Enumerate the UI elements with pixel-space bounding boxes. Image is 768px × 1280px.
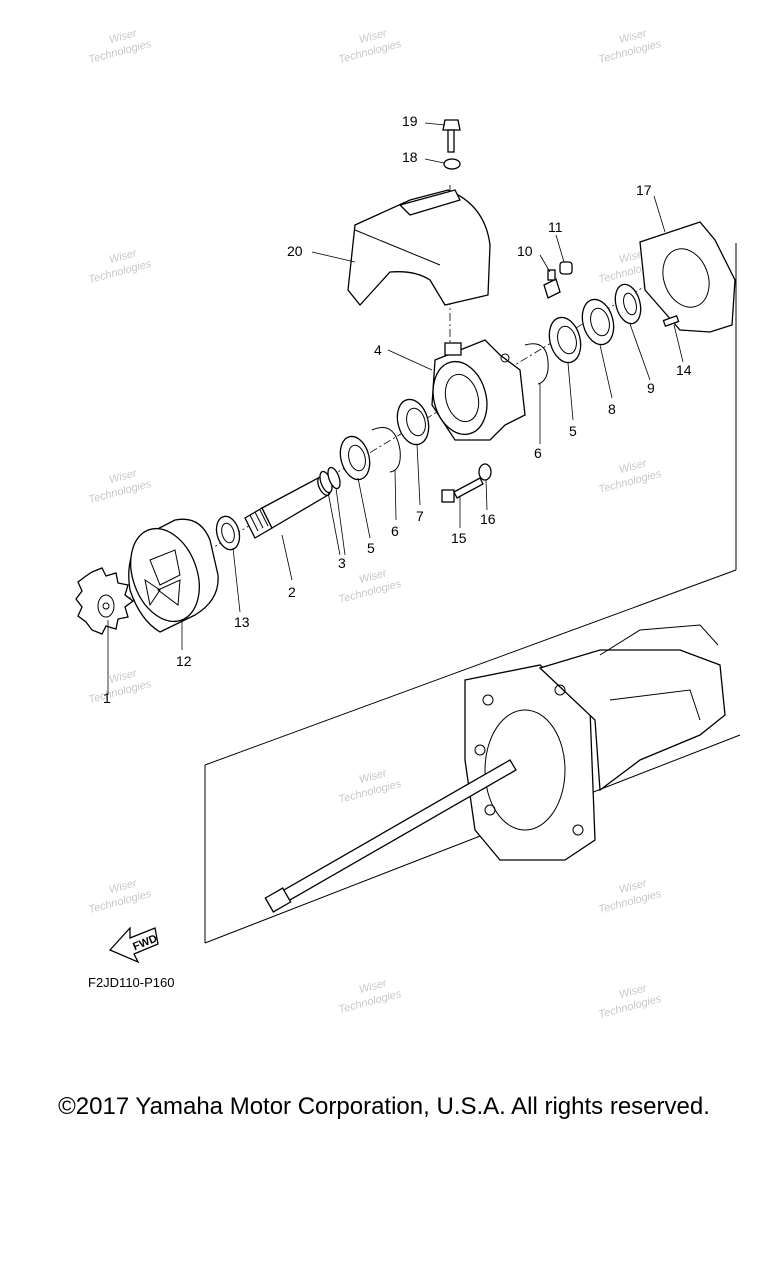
part-5-bearing-right — [548, 316, 582, 364]
callout-13: 13 — [234, 614, 250, 630]
part-10-grease-nipple — [543, 269, 561, 299]
callout-4: 4 — [374, 342, 382, 358]
part-8-bearing — [581, 298, 615, 346]
callout-17: 17 — [636, 182, 652, 198]
callout-7: 7 — [416, 508, 424, 524]
part-12-damper — [128, 518, 219, 633]
callout-14: 14 — [676, 362, 692, 378]
part-3-o-rings — [319, 466, 341, 494]
callout-5-right: 5 — [569, 423, 577, 439]
callout-8: 8 — [608, 401, 616, 417]
callout-19: 19 — [402, 113, 418, 129]
part-15-bolt — [441, 477, 484, 503]
callout-6-right: 6 — [534, 445, 542, 461]
fwd-arrow-icon: FWD — [108, 926, 159, 964]
callout-1: 1 — [103, 690, 111, 706]
callout-15: 15 — [451, 530, 467, 546]
copyright-notice: ©2017 Yamaha Motor Corporation, U.S.A. A… — [58, 1093, 710, 1120]
part-9-seal — [614, 283, 642, 325]
part-6-snap-ring-left — [371, 427, 401, 473]
callout-5-left: 5 — [367, 540, 375, 556]
callout-12: 12 — [176, 653, 192, 669]
part-4-bearing-housing — [431, 339, 526, 441]
callout-9: 9 — [647, 380, 655, 396]
part-6-snap-ring-right — [524, 343, 549, 385]
callout-20: 20 — [287, 243, 303, 259]
part-7-bearing — [396, 398, 430, 446]
part-16-washer — [478, 463, 492, 481]
part-13-washer — [215, 515, 241, 551]
part-18-washer — [443, 158, 461, 170]
part-11-cap — [559, 261, 573, 275]
callout-18: 18 — [402, 149, 418, 165]
callout-16: 16 — [480, 511, 496, 527]
part-5-bearing-left — [339, 435, 371, 481]
drive-shaft — [264, 759, 517, 913]
callout-labels: 1 12 13 2 3 5 6 7 4 15 16 6 5 8 9 14 17 … — [103, 113, 692, 706]
part-20-guard — [347, 189, 491, 307]
diagram-code: F2JD110-P160 — [88, 975, 174, 990]
callout-11: 11 — [548, 219, 563, 235]
callout-6-left: 6 — [391, 523, 399, 539]
assembly-boundary — [204, 243, 741, 944]
jet-pump-unit — [464, 624, 726, 861]
leader-lines — [107, 122, 684, 695]
part-2-shaft — [244, 476, 331, 539]
part-19-bolt — [442, 119, 461, 153]
part-17-cover — [639, 221, 736, 333]
callout-10: 10 — [517, 243, 533, 259]
callout-2: 2 — [288, 584, 296, 600]
callout-3: 3 — [338, 555, 346, 571]
part-1-coupler — [75, 567, 135, 635]
part-14-pin — [662, 314, 680, 328]
